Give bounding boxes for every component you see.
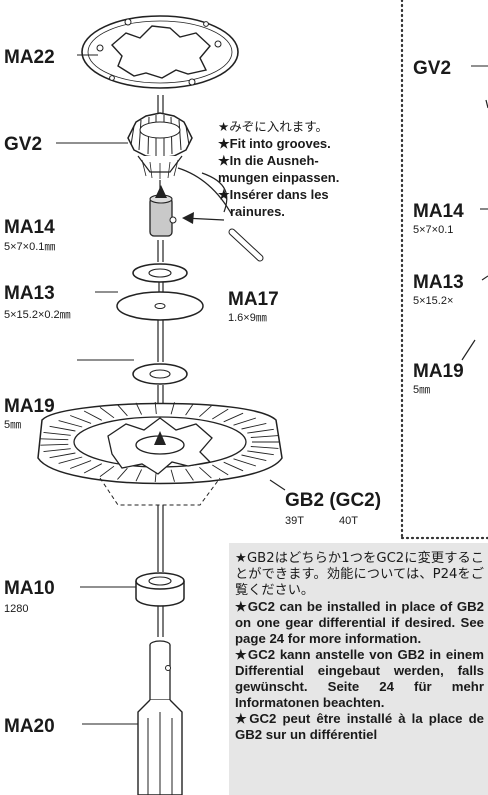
gv2-gear: [127, 112, 193, 179]
gear-tooth: [117, 467, 128, 480]
gear-tooth: [233, 417, 257, 426]
ma22-plate: [81, 15, 239, 89]
gear-tooth: [247, 450, 274, 456]
gear-tooth: [199, 466, 212, 479]
gear-tooth: [185, 403, 194, 416]
label-ma19-inset: MA19: [413, 361, 464, 382]
gear-tooth: [185, 468, 194, 481]
label-ma13-size: 5×15.2×0.2㎜: [4, 309, 71, 321]
gear-tooth: [233, 458, 257, 467]
groove-note-fr-1: ★Insérer dans les: [218, 187, 329, 202]
gear-tooth: [83, 410, 103, 421]
info-text-fr: ★GC2 peut être installé à la place de GB…: [235, 711, 484, 742]
label-gc2-teeth: 40T: [339, 515, 358, 527]
groove-note-de-1: ★In die Ausneh-: [218, 153, 319, 168]
ma20-shaft: [137, 640, 183, 795]
label-ma14-inset-size: 5×7×0.1: [413, 224, 453, 236]
gear-tooth: [135, 469, 143, 482]
gear-tooth: [170, 402, 175, 415]
gear-tooth: [212, 408, 229, 420]
gear-tooth: [49, 425, 76, 432]
label-ma13-inset-size: 5×15.2×: [413, 295, 453, 307]
gear-tooth: [83, 463, 103, 474]
gear-tooth: [43, 431, 71, 436]
gear-tooth: [154, 401, 157, 415]
groove-arrows: [177, 167, 233, 216]
gear-tooth: [199, 405, 212, 418]
gear-tooth: [212, 464, 229, 476]
label-ma19: MA19: [4, 396, 55, 417]
label-ma14-size: 5×7×0.1㎜: [4, 241, 55, 253]
gear-tooth: [58, 420, 83, 428]
gear-tooth: [250, 435, 279, 438]
gear-tooth: [70, 460, 92, 469]
gear-tooth: [223, 412, 244, 423]
gear-tooth: [247, 428, 274, 434]
gear-tooth: [58, 456, 83, 464]
info-text-ja: ★GB2はどちらか1つをGC2に変更することができます。効能については、P24を…: [235, 551, 484, 598]
info-text-de: ★GC2 kann anstelle von GB2 in einem Diff…: [235, 647, 484, 710]
gear-tooth: [43, 448, 71, 453]
label-ma13: MA13: [4, 283, 55, 304]
ma19-washer: [132, 363, 188, 385]
gear-tooth: [99, 407, 115, 419]
gear-tooth: [170, 469, 175, 482]
label-ma14-inset: MA14: [413, 201, 464, 222]
info-box: ★GB2はどちらか1つをGC2に変更することができます。効能については、P24を…: [229, 543, 488, 795]
ma17-pin: [182, 212, 264, 262]
gear-tooth: [135, 402, 143, 415]
gear-tooth: [250, 446, 279, 449]
gb2-gear: [37, 401, 283, 506]
info-text-en: ★GC2 can be installed in place of GB2 on…: [235, 599, 484, 646]
pinion-shaft: [149, 194, 177, 237]
gear-tooth: [49, 452, 76, 459]
gear-tooth: [117, 404, 128, 417]
label-ma14: MA14: [4, 217, 55, 238]
gear-tooth: [40, 438, 69, 441]
label-ma13-inset: MA13: [413, 272, 464, 293]
label-ma17-size: 1.6×9㎜: [228, 312, 267, 324]
label-ma19-inset-size: 5㎜: [413, 384, 430, 396]
leader-lines: [56, 54, 488, 725]
ma10-bearing: [135, 572, 185, 607]
label-gb2-teeth: 39T: [285, 515, 304, 527]
axis-lines: [157, 95, 164, 637]
groove-note-de-2: mungen einpassen.: [218, 170, 339, 185]
gear-tooth: [241, 422, 267, 430]
label-gb2: GB2 (GC2): [285, 490, 381, 511]
label-gv2-inset: GV2: [413, 58, 451, 79]
label-ma22: MA22: [4, 47, 55, 68]
gear-tooth: [241, 454, 267, 462]
gear-tooth: [223, 461, 244, 472]
label-gv2: GV2: [4, 134, 42, 155]
inset-dotted-border: [400, 0, 488, 540]
label-ma19-size: 5㎜: [4, 419, 21, 431]
inset-fragments: [461, 99, 488, 361]
label-ma17: MA17: [228, 289, 279, 310]
label-ma10-size: 1280: [4, 603, 28, 615]
label-ma20: MA20: [4, 716, 55, 737]
ma13-washer: [116, 291, 204, 321]
groove-note-en: ★Fit into grooves.: [218, 136, 331, 151]
gear-tooth: [99, 465, 115, 477]
arrow-up-shaft: [155, 185, 167, 198]
gear-tooth: [40, 443, 69, 446]
ma14-washer: [132, 263, 188, 283]
label-ma10: MA10: [4, 578, 55, 599]
gear-tooth: [70, 415, 92, 424]
groove-note-ja: ★みぞに入れます。: [218, 119, 328, 134]
groove-note-fr-2: rainures.: [230, 204, 285, 219]
